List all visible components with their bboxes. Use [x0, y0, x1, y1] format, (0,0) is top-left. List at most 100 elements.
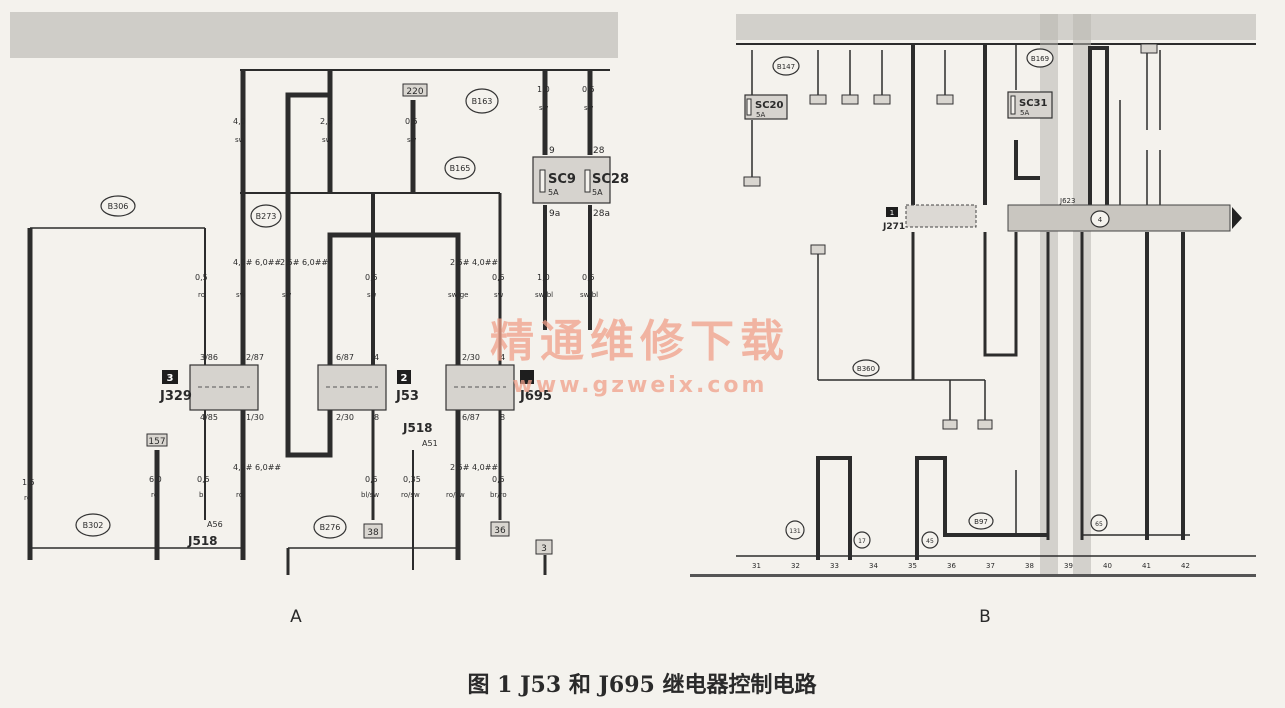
svg-text:0,35: 0,35 — [403, 475, 421, 484]
svg-text:65: 65 — [1095, 521, 1103, 528]
svg-text:0,5: 0,5 — [197, 475, 210, 484]
panel-b-label: B — [979, 607, 991, 627]
svg-text:J271: J271 — [882, 222, 905, 232]
svg-text:sw: sw — [322, 136, 332, 144]
svg-text:2,5# 6,0##: 2,5# 6,0## — [280, 258, 328, 267]
svg-text:1: 1 — [890, 209, 894, 217]
svg-text:B163: B163 — [472, 97, 493, 106]
tag — [810, 244, 826, 255]
svg-text:5A: 5A — [548, 188, 559, 197]
panel-b-header-strip — [736, 14, 1256, 40]
ref-a56: A56 — [207, 520, 223, 529]
wire-loop — [327, 232, 461, 365]
ground-number: 38 — [1025, 562, 1034, 570]
svg-text:ro: ro — [24, 494, 31, 502]
tag-38: 38 — [363, 523, 383, 539]
relay-j695: J695 2/30 4 6/87 8 — [445, 353, 552, 422]
svg-text:sw: sw — [584, 104, 594, 112]
svg-text:bl: bl — [199, 491, 205, 499]
svg-text:5A: 5A — [756, 111, 765, 119]
ground-number: 33 — [830, 562, 839, 570]
svg-text:ro/sw: ro/sw — [401, 491, 420, 499]
svg-text:0,5: 0,5 — [582, 85, 595, 94]
circle-ref-131: 131 — [785, 520, 805, 540]
svg-text:ro: ro — [151, 491, 158, 499]
svg-text:36: 36 — [494, 526, 506, 536]
svg-text:sw: sw — [282, 291, 292, 299]
svg-text:1,0: 1,0 — [537, 85, 550, 94]
svg-text:1/30: 1/30 — [246, 413, 264, 422]
svg-text:3: 3 — [541, 544, 547, 554]
ground-number: 31 — [752, 562, 761, 570]
figure-caption: 图 1 J53 和 J695 继电器控制电路 — [468, 672, 818, 698]
svg-text:45: 45 — [926, 538, 934, 545]
svg-text:5A: 5A — [1020, 109, 1029, 117]
svg-text:2/30: 2/30 — [336, 413, 354, 422]
svg-text:sw: sw — [407, 136, 417, 144]
wire-loop — [915, 456, 1048, 560]
ground-number: 41 — [1142, 562, 1151, 570]
svg-text:9: 9 — [549, 146, 555, 156]
tag-220: 220 — [402, 83, 428, 97]
connection-b165: B165 — [444, 156, 476, 180]
svg-text:1,0: 1,0 — [537, 273, 550, 282]
fuse-block: 9 28 SC9 5A SC28 5A 9a 28a — [532, 146, 629, 219]
circle-ref-65: 65 — [1090, 514, 1108, 532]
svg-text:38: 38 — [367, 528, 379, 538]
svg-text:ro: ro — [236, 491, 243, 499]
svg-text:28a: 28a — [593, 209, 610, 219]
svg-text:5A: 5A — [592, 188, 603, 197]
svg-text:6,0: 6,0 — [149, 475, 162, 484]
svg-text:4,0# 6,0##: 4,0# 6,0## — [233, 258, 281, 267]
svg-text:2/30: 2/30 — [462, 353, 480, 362]
svg-text:0,5: 0,5 — [582, 273, 595, 282]
ground-number: 34 — [869, 562, 878, 570]
panel-a: B306 B273 B163 B165 B302 B276 220 — [10, 12, 629, 627]
continuation-arrow-icon — [1232, 207, 1242, 229]
svg-text:B147: B147 — [777, 63, 795, 71]
svg-text:bl/sw: bl/sw — [361, 491, 379, 499]
tag-157: 157 — [146, 433, 168, 447]
svg-text:J329: J329 — [159, 389, 192, 404]
wire-labels: 4,0 sw 2,5 sw 0,5 sw 1,0 sw 0,5 sw 0,5 r… — [22, 85, 598, 502]
module-j271: 1 J271 — [882, 204, 977, 232]
wire-loop — [285, 92, 333, 458]
connection-b302: B302 — [75, 513, 111, 537]
relay-j53: 2 J53 6/87 4 2/30 8 — [317, 353, 419, 422]
svg-text:B169: B169 — [1031, 55, 1049, 63]
svg-text:sw: sw — [367, 291, 377, 299]
tag-3: 3 — [535, 539, 553, 555]
fuse-sc28-name: SC28 — [592, 172, 629, 187]
svg-text:sw/ge: sw/ge — [448, 291, 468, 299]
module-j623: J623 4 — [1007, 197, 1242, 232]
ground-number: 39 — [1064, 562, 1073, 570]
svg-text:4: 4 — [374, 353, 379, 362]
panel-a-label: A — [290, 607, 302, 627]
wire-loop — [983, 232, 1018, 357]
svg-text:0,5: 0,5 — [365, 273, 378, 282]
svg-text:0,5: 0,5 — [492, 475, 505, 484]
panel-a-header-strip — [10, 12, 618, 58]
connection-b163: B163 — [465, 88, 499, 114]
fuse-sc20: SC20 5A — [744, 94, 788, 120]
svg-text:sw/bl: sw/bl — [580, 291, 598, 299]
svg-text:B276: B276 — [320, 523, 341, 532]
tag — [942, 419, 958, 430]
connection-b360: B360 — [852, 359, 880, 377]
svg-text:1,5: 1,5 — [22, 478, 35, 487]
ground-number: 32 — [791, 562, 800, 570]
ground-number: 42 — [1181, 562, 1190, 570]
svg-text:220: 220 — [406, 87, 423, 97]
svg-text:B165: B165 — [450, 164, 471, 173]
svg-text:B360: B360 — [857, 365, 875, 373]
wire-loop — [1014, 140, 1040, 180]
svg-text:ro: ro — [198, 291, 205, 299]
svg-text:3/86: 3/86 — [200, 353, 218, 362]
panel-b: SC20 5A SC31 5A B147 B169 B360 B97 — [690, 14, 1256, 627]
svg-text:sw: sw — [235, 136, 245, 144]
ground-number: 36 — [947, 562, 956, 570]
svg-text:ro/sw: ro/sw — [446, 491, 465, 499]
svg-text:SC20: SC20 — [755, 100, 783, 111]
ground-number: 37 — [986, 562, 995, 570]
